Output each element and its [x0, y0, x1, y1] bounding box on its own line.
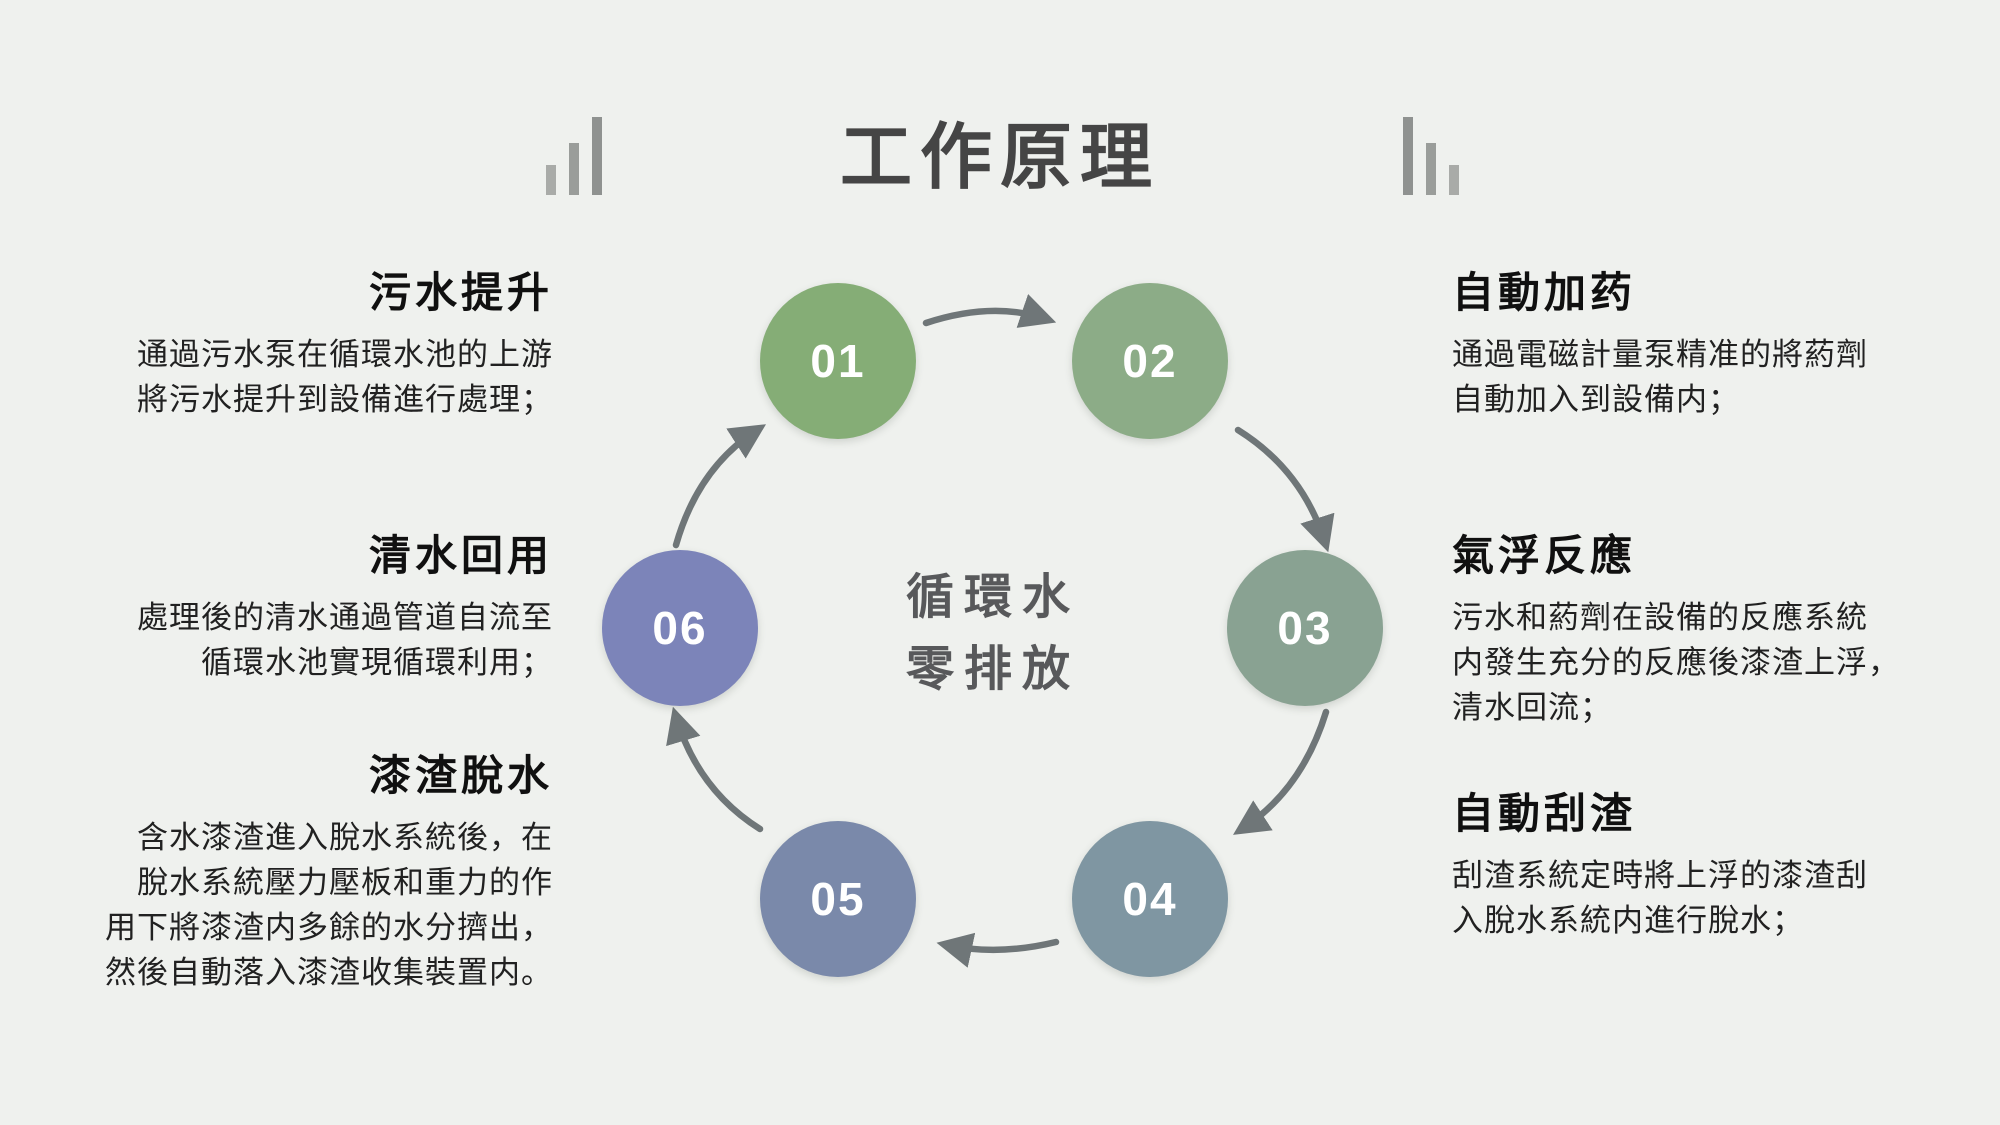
step-circle-06: 06: [602, 550, 758, 706]
center-label-line2: 零排放: [905, 643, 1080, 696]
step-number: 05: [810, 873, 866, 925]
step-title: 自動加药: [1452, 269, 1637, 316]
step-description: 污水和葯劑在設備的反應系統 内發生充分的反應後漆渣上浮， 清水回流；: [1452, 600, 1900, 726]
step-block-air-flotation-reaction: 氣浮反應 污水和葯劑在設備的反應系統 内發生充分的反應後漆渣上浮， 清水回流；: [1452, 531, 1912, 730]
step-block-auto-scraping: 自動刮渣 刮渣系統定時將上浮的漆渣刮 入脫水系統内進行脫水；: [1452, 789, 1912, 943]
arrow-01-to-02: [922, 294, 1057, 328]
step-block-paint-sludge-dewatering: 漆渣脫水 含水漆渣進入脫水系統後，在 脫水系統壓力壓板和重力的作 用下將漆渣内多…: [93, 751, 553, 995]
step-block-clean-water-reuse: 清水回用 處理後的清水通過管道自流至 循環水池實現循環利用；: [93, 531, 553, 685]
arrow-04-to-05: [936, 932, 1060, 968]
step-circle-01: 01: [760, 283, 916, 439]
arrow-05-to-06: [666, 706, 764, 833]
step-title: 氣浮反應: [1452, 532, 1637, 579]
arrow-03-to-04: [1233, 708, 1330, 835]
step-block-sewage-lifting: 污水提升 通過污水泵在循環水池的上游 將污水提升到設備進行處理；: [93, 268, 553, 422]
bar-tall: [1403, 117, 1413, 195]
step-number: 03: [1277, 602, 1333, 654]
bar-tall: [592, 117, 602, 195]
step-number: 01: [810, 335, 866, 387]
page-title: 工作原理: [839, 118, 1160, 198]
step-number: 04: [1122, 873, 1178, 925]
step-title: 清水回用: [368, 532, 553, 579]
step-title: 自動刮渣: [1452, 790, 1637, 837]
bar-short: [546, 165, 556, 195]
step-block-auto-dosing: 自動加药 通過電磁計量泵精准的將葯劑 自動加入到設備内；: [1452, 268, 1912, 422]
bar-medium: [569, 143, 579, 195]
step-circle-02: 02: [1072, 283, 1228, 439]
step-number: 06: [652, 602, 708, 654]
step-description: 通過電磁計量泵精准的將葯劑 自動加入到設備内；: [1452, 337, 1868, 418]
arrow-02-to-03: [1234, 426, 1335, 553]
step-circle-04: 04: [1072, 821, 1228, 977]
center-label-line1: 循環水: [905, 571, 1080, 624]
step-description: 通過污水泵在循環水池的上游 將污水提升到設備進行處理；: [137, 337, 553, 418]
arrow-06-to-01: [672, 424, 767, 549]
cycle-center-label: 循環水 零排放: [868, 562, 1118, 706]
step-circle-05: 05: [760, 821, 916, 977]
bar-chart-descending-icon: [1403, 115, 1459, 195]
step-number: 02: [1122, 335, 1178, 387]
bar-short: [1449, 165, 1459, 195]
step-description: 處理後的清水通過管道自流至 循環水池實現循環利用；: [137, 600, 553, 681]
bar-medium: [1426, 143, 1436, 195]
step-description: 含水漆渣進入脫水系統後，在 脫水系統壓力壓板和重力的作 用下將漆渣内多餘的水分擠…: [105, 820, 553, 991]
step-title: 污水提升: [368, 269, 553, 316]
step-title: 漆渣脫水: [368, 752, 553, 799]
step-circle-03: 03: [1227, 550, 1383, 706]
step-description: 刮渣系統定時將上浮的漆渣刮 入脫水系統内進行脫水；: [1452, 858, 1868, 939]
bar-chart-ascending-icon: [546, 115, 602, 195]
